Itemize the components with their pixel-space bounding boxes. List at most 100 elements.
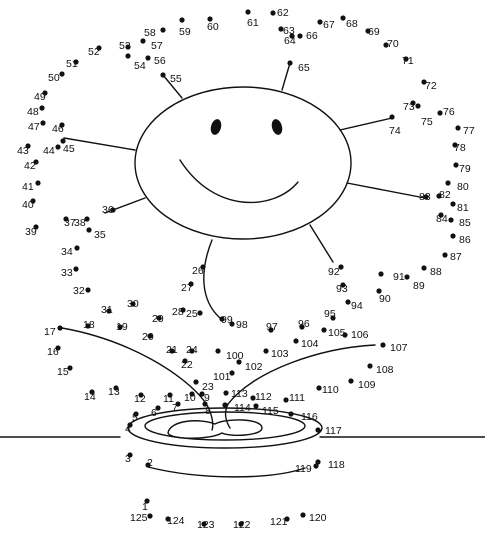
- dot-label-14: 14: [84, 391, 96, 403]
- dot-label-101: 101: [213, 371, 231, 383]
- dot-44: [55, 144, 61, 150]
- dot-label-103: 103: [271, 348, 289, 360]
- dot-label-89: 89: [413, 280, 425, 292]
- dot-label-86: 86: [459, 234, 471, 246]
- dot-label-24: 24: [186, 344, 198, 356]
- dot-label-2: 2: [147, 457, 153, 469]
- dot-label-55: 55: [170, 73, 182, 85]
- dot-label-81: 81: [457, 202, 469, 214]
- dot-12: [138, 392, 144, 398]
- dot-label-108: 108: [376, 364, 394, 376]
- dot-label-10: 10: [184, 392, 196, 404]
- dot-27: [188, 281, 194, 287]
- dot-label-80: 80: [457, 181, 469, 193]
- dot-label-122: 122: [233, 519, 251, 531]
- dot-label-64: 64: [284, 35, 296, 47]
- dot-label-116: 116: [301, 411, 318, 423]
- dot-33: [73, 266, 79, 272]
- dot-label-27: 27: [181, 282, 193, 294]
- dot-label-95: 95: [324, 308, 336, 320]
- dot-60: [207, 16, 213, 22]
- dot-label-20: 20: [142, 331, 154, 343]
- dot-label-46: 46: [52, 123, 64, 135]
- dot-label-100: 100: [226, 350, 244, 362]
- dot-label-77: 77: [463, 125, 475, 137]
- dot-label-109: 109: [358, 379, 376, 391]
- dot-label-31: 31: [101, 304, 113, 316]
- dot-label-74: 74: [389, 125, 401, 137]
- dot-label-88: 88: [430, 266, 442, 278]
- dot-label-105: 105: [328, 327, 346, 339]
- dot-81: [450, 201, 456, 207]
- dot-label-33: 33: [61, 267, 73, 279]
- dot-35: [86, 227, 92, 233]
- dot-99: [219, 316, 225, 322]
- dot-16: [55, 345, 61, 351]
- dot-26: [200, 264, 206, 270]
- dot-40: [30, 198, 36, 204]
- dot-121: [284, 516, 290, 522]
- dot-114: [222, 402, 228, 408]
- dot-79: [453, 162, 459, 168]
- dot-label-3: 3: [125, 453, 131, 465]
- dot-5: [133, 411, 139, 417]
- left-leaf: [61, 327, 206, 403]
- base-curve: [147, 466, 306, 478]
- dot-label-118: 118: [328, 459, 345, 471]
- dot-45: [60, 138, 66, 144]
- dot-54: [125, 53, 131, 59]
- dot-label-44: 44: [43, 145, 55, 157]
- dot-label-121: 121: [270, 516, 288, 528]
- dot-10: [189, 391, 195, 397]
- dot-36: [110, 207, 116, 213]
- dot-98: [229, 321, 235, 327]
- dot-label-98: 98: [236, 319, 248, 331]
- dot-111: [283, 397, 289, 403]
- dot-label-102: 102: [245, 361, 263, 373]
- dot-label-91: 91: [393, 271, 405, 283]
- dot-49: [42, 90, 48, 96]
- dot-label-66: 66: [306, 30, 318, 42]
- dot-label-62: 62: [277, 7, 289, 19]
- dot-75: [415, 103, 421, 109]
- dot-23: [193, 379, 199, 385]
- dot-label-111: 111: [289, 392, 305, 404]
- dot-84: [438, 212, 444, 218]
- dot-label-22: 22: [181, 359, 193, 371]
- dot-label-11: 11: [163, 393, 174, 405]
- dot-95: [330, 315, 336, 321]
- smile: [179, 159, 299, 204]
- dot-47: [40, 120, 46, 126]
- dot-116: [288, 411, 294, 417]
- dot-label-73: 73: [403, 101, 415, 113]
- dot-label-85: 85: [459, 217, 471, 229]
- dot-label-49: 49: [34, 91, 46, 103]
- dot-label-17: 17: [44, 326, 56, 338]
- dot-69: [365, 28, 371, 34]
- dot-label-23: 23: [202, 381, 214, 393]
- dot-label-29: 29: [152, 313, 164, 325]
- dot-label-104: 104: [301, 338, 319, 350]
- dot-34: [74, 245, 80, 251]
- dot-label-61: 61: [247, 17, 259, 29]
- dot-94: [345, 299, 351, 305]
- dot-124: [165, 516, 171, 522]
- dot-label-34: 34: [61, 246, 73, 258]
- dot-21: [169, 348, 175, 354]
- dot-label-50: 50: [48, 72, 60, 84]
- sun-face: [134, 86, 352, 240]
- dot-70: [383, 42, 389, 48]
- dot-78: [452, 142, 458, 148]
- dot-66: [297, 33, 303, 39]
- dot-label-60: 60: [207, 21, 219, 33]
- soil-patch: [167, 419, 263, 439]
- dot-label-6: 6: [151, 407, 157, 419]
- dot-label-83: 83: [419, 191, 431, 203]
- dot-88: [421, 265, 427, 271]
- dot-label-110: 110: [322, 384, 339, 396]
- dot-label-25: 25: [186, 308, 198, 320]
- dot-13: [113, 385, 119, 391]
- dot-55: [160, 72, 166, 78]
- dot-74: [389, 114, 395, 120]
